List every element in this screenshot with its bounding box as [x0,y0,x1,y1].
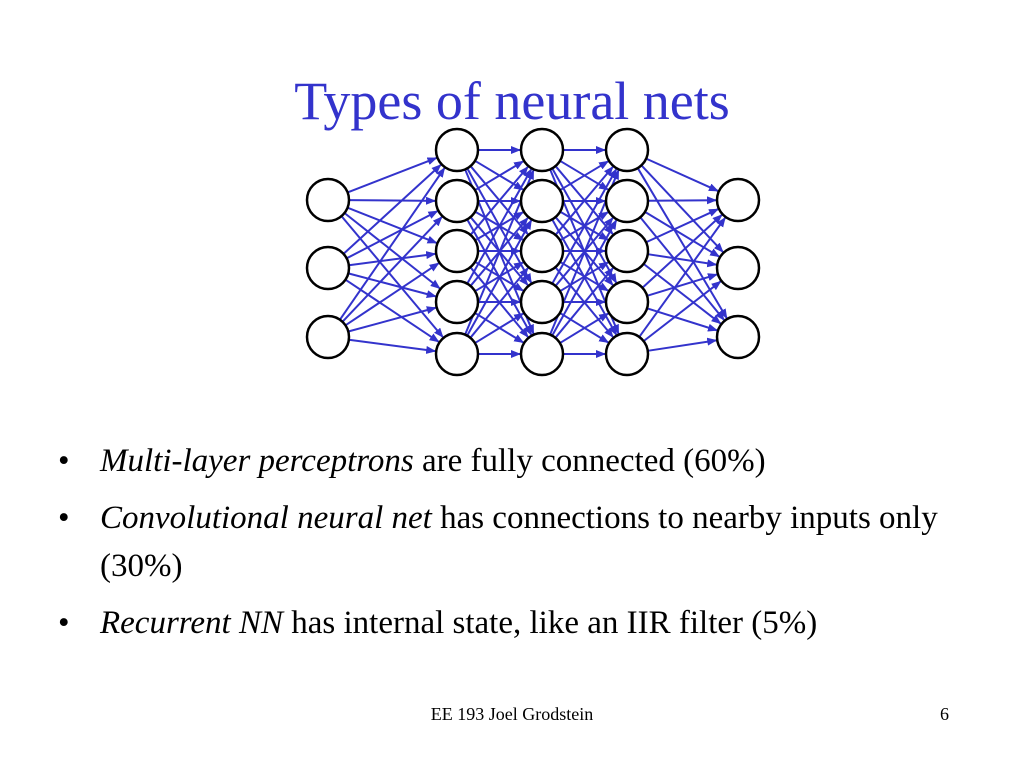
connection-arrow [647,196,718,205]
bullet-item: • Recurrent NN has internal state, like … [58,599,988,647]
connection-arrow [344,262,440,327]
neuron-node [434,178,480,224]
connection-arrow [339,167,446,321]
neuron-node [604,331,650,377]
neuron-node [434,127,480,173]
bullet-emphasis: Convolutional neural net [100,500,432,536]
bullet-text: has internal state, like an IIR filter (… [283,605,818,641]
connection-arrow [343,212,441,290]
bullet-emphasis: Recurrent NN [100,605,283,641]
neuron-node [715,177,761,223]
connection-arrow [348,251,437,267]
connection-arrow [559,160,609,192]
bullet-marker: • [58,500,70,536]
connection-arrow [469,267,529,339]
slide-title: Types of neural nets [294,71,730,131]
connection-arrow [646,307,718,332]
connection-arrow [469,166,529,236]
connection-arrow [474,160,524,192]
bullet-marker: • [58,605,70,641]
neuron-node [305,177,351,223]
neural-network-diagram [305,127,761,377]
connection-arrow [640,164,724,253]
neuron-node [715,245,761,291]
bullet-emphasis: Multi-layer perceptrons [100,443,414,479]
connection-arrow [636,167,728,319]
connection-arrow [474,312,525,344]
neuron-node [715,314,761,360]
connection-arrow [554,267,614,339]
connection-arrow [342,164,442,255]
connection-arrow [645,208,719,244]
connection-arrow [346,210,439,260]
connection-arrow [646,273,718,297]
neuron-node [434,279,480,325]
connection-arrow [348,338,437,354]
bullet-text: are fully connected (60%) [413,443,766,479]
neuron-node [519,178,565,224]
neuron-node [604,127,650,173]
connection-arrow [638,217,726,338]
connection-arrow [348,196,437,205]
connection-arrow [647,253,718,268]
neuron-node [519,127,565,173]
connection-arrow [554,166,614,236]
connection-arrow [551,168,618,285]
neuron-node [519,279,565,325]
page-number: 6 [940,704,949,724]
connection-arrow [466,168,533,285]
bullet-item: • Multi-layer perceptrons are fully conn… [58,437,988,485]
connection-arrow [348,272,437,298]
bullet-marker: • [58,443,70,479]
bullet-item: • Convolutional neural net has connectio… [58,494,988,590]
connection-arrow [642,280,722,342]
bullet-text: has connections to nearby inputs only (3… [100,500,938,584]
neuron-node [305,314,351,360]
neuron-node [519,228,565,274]
slide-footer: EE 193 Joel Grodstein [430,704,594,724]
connection-arrow [639,216,725,321]
neuron-node [604,279,650,325]
connection-arrow [340,215,444,338]
bullet-list: • Multi-layer perceptrons are fully conn… [58,437,988,656]
connection-arrow [644,210,721,258]
neuron-node [519,331,565,377]
connection-arrow [641,214,723,289]
connection-arrow [559,312,610,344]
connection-arrow [341,216,443,323]
neuron-node [434,228,480,274]
connection-arrow [647,337,718,352]
neuron-nodes [305,127,761,377]
connection-arrow [645,157,719,192]
neuron-node [604,228,650,274]
connection-arrow [551,219,618,337]
neuron-node [604,178,650,224]
neuron-node [305,245,351,291]
connection-arrow [466,219,533,337]
neuron-node [434,331,480,377]
connection-arrow [347,157,438,194]
connection-arrow [348,306,437,333]
